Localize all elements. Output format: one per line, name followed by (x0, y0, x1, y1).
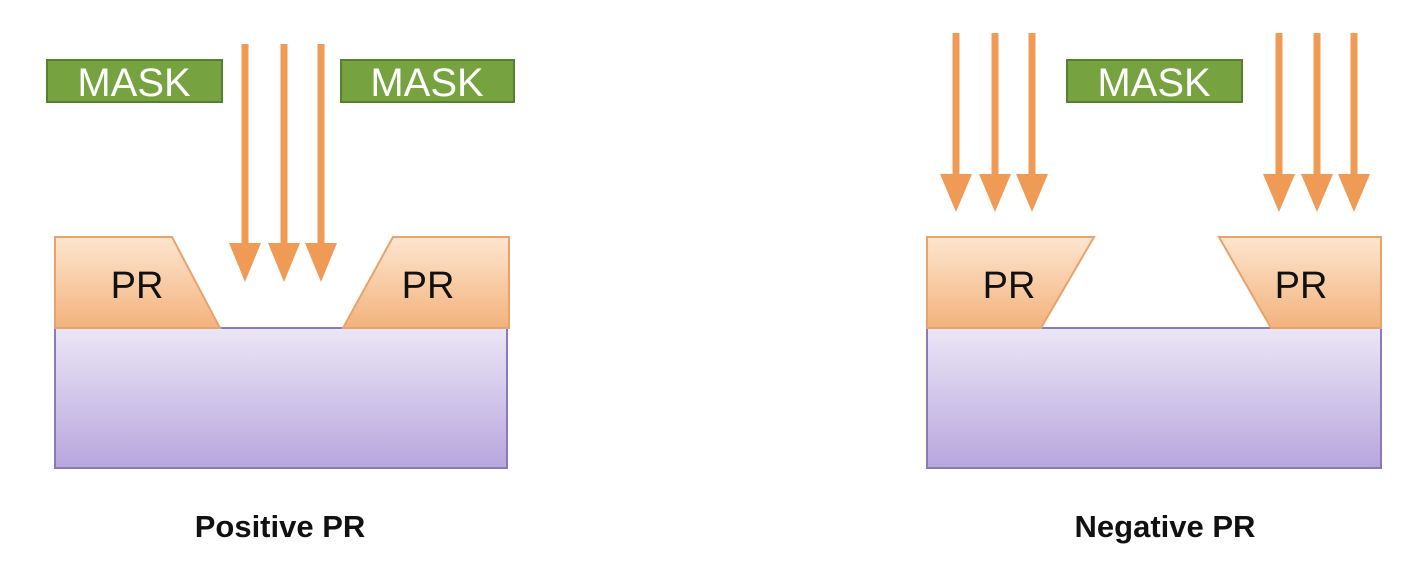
negative-light-arrow-1 (940, 33, 972, 212)
negative-light-arrow-4 (1263, 33, 1295, 212)
negative-mask-center: MASK (1066, 59, 1243, 105)
positive-pr-right-block (341, 236, 510, 329)
positive-light-arrow-3 (305, 44, 337, 282)
negative-light-arrow-6 (1338, 33, 1370, 212)
negative-pr-right-label: PR (1275, 265, 1328, 307)
negative-mask-center-label: MASK (1097, 61, 1211, 105)
negative-light-arrow-3 (1016, 33, 1048, 212)
positive-pr-panel: MASK MASK PR PR Positive PR (46, 44, 515, 544)
negative-pr-left-label: PR (983, 265, 1036, 307)
negative-light-arrow-5 (1301, 33, 1333, 212)
positive-mask-right: MASK (340, 59, 515, 105)
positive-pr-caption: Positive PR (195, 509, 366, 544)
negative-pr-left-block (926, 236, 1096, 329)
negative-pr-panel: MASK PR (926, 33, 1382, 544)
negative-substrate (926, 327, 1382, 469)
negative-pr-right-block (1217, 236, 1382, 329)
positive-pr-right-label: PR (402, 265, 455, 307)
positive-substrate (54, 327, 508, 469)
negative-light-arrow-2 (979, 33, 1011, 212)
positive-pr-left-label: PR (111, 265, 164, 307)
positive-pr-left-block (54, 236, 222, 329)
negative-pr-caption: Negative PR (1075, 509, 1256, 544)
positive-mask-left-label: MASK (77, 61, 191, 105)
positive-light-arrow-1 (229, 44, 261, 282)
positive-mask-left: MASK (46, 59, 223, 105)
positive-light-arrow-2 (268, 44, 300, 282)
positive-mask-right-label: MASK (370, 61, 484, 105)
